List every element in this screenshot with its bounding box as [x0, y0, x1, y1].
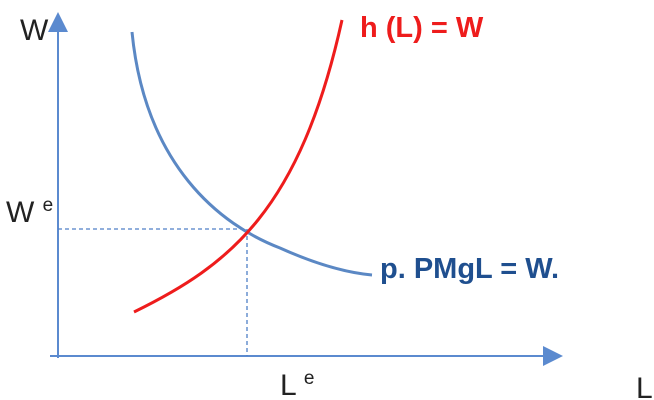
- equilibrium-labor-base: L: [280, 369, 296, 400]
- supply-curve: [133, 19, 344, 314]
- equilibrium-labor-label: L e: [280, 368, 315, 400]
- equilibrium-wage-sup: e: [43, 195, 54, 216]
- equilibrium-wage-base: W: [6, 196, 35, 229]
- demand-curve-label: p. PMgL = W.: [380, 253, 559, 285]
- equilibrium-wage-label: W e: [6, 195, 53, 229]
- supply-curve-label: h (L) = W: [360, 12, 484, 44]
- demand-curve: [130, 31, 373, 277]
- y-axis-label: W: [20, 14, 49, 47]
- x-axis-label: L: [636, 372, 653, 400]
- equilibrium-labor-sup: e: [304, 368, 315, 389]
